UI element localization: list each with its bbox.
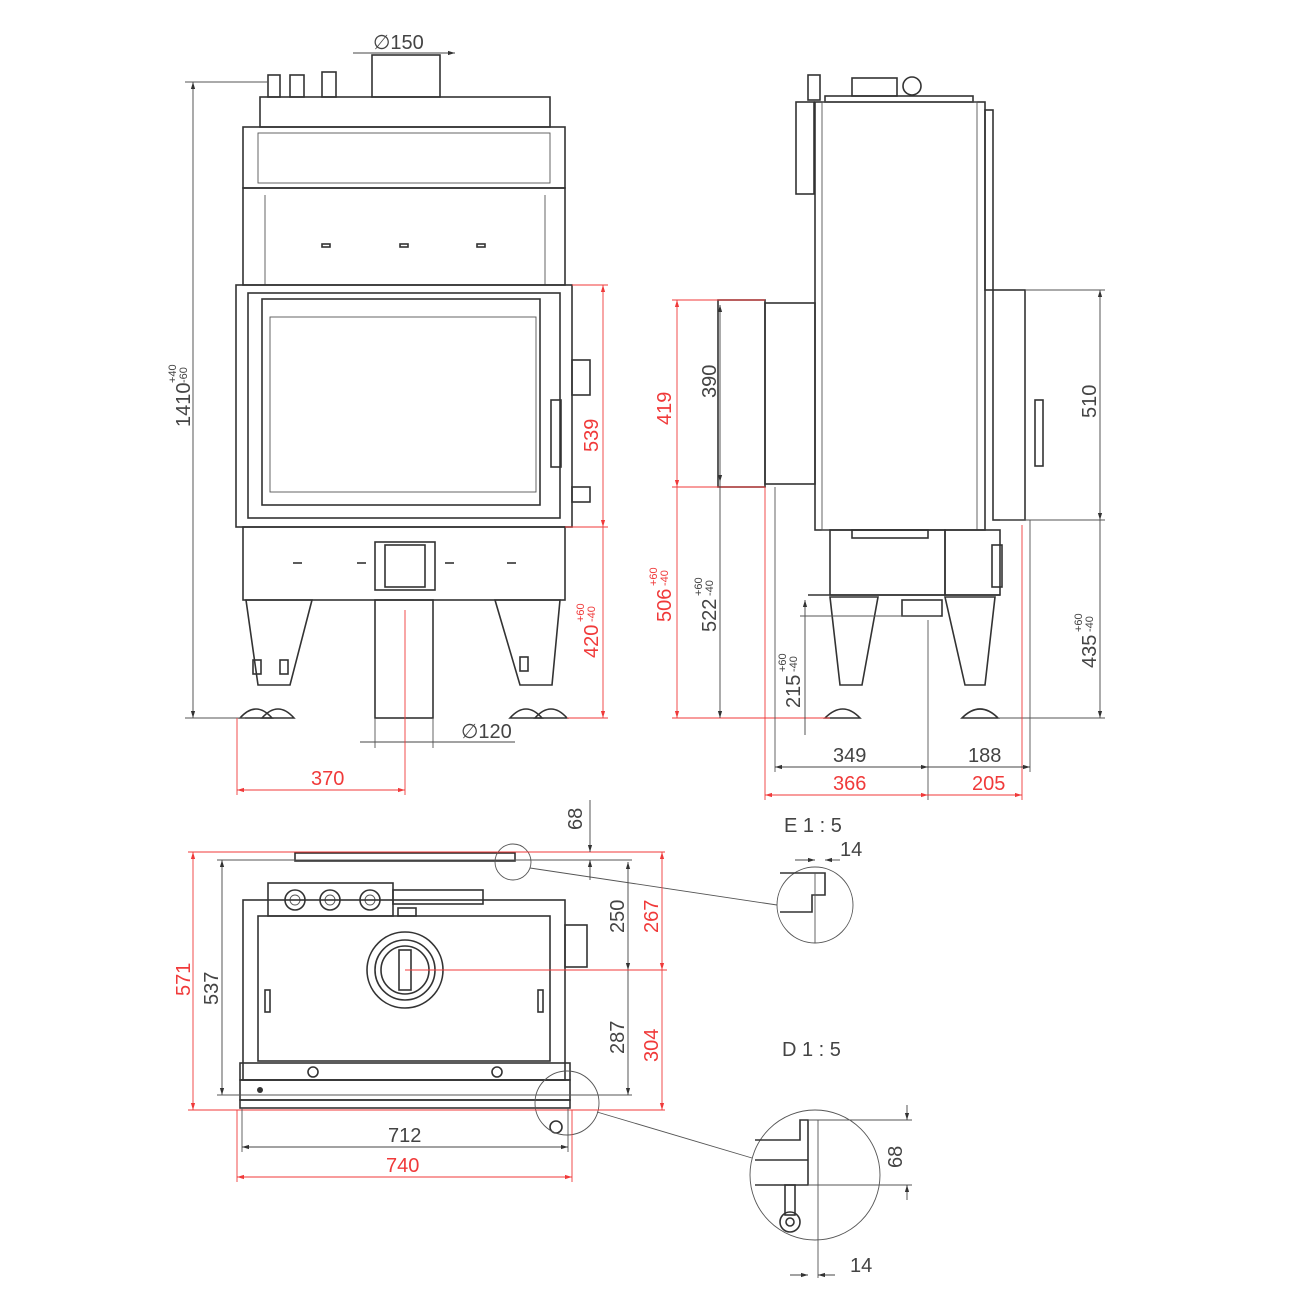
dim-bottom-flue: 215	[783, 675, 805, 708]
dim-floor-to-door: 420	[581, 625, 603, 658]
dim-overhang: 68	[565, 808, 587, 830]
side-view	[717, 74, 1044, 719]
dim-tol-plus: +60	[575, 603, 587, 622]
dim-door-floor: 435	[1079, 635, 1101, 668]
dim-tol-plus: +60	[693, 577, 705, 596]
detail-d-dim-h: 14	[850, 1255, 872, 1277]
dim-depth-red: 366	[833, 773, 866, 795]
dim-height-tol-minus: -60	[178, 367, 190, 383]
dim-front-black: 188	[968, 745, 1001, 767]
dim-flue-top: ∅150	[373, 32, 424, 54]
dim-depth-red: 571	[173, 963, 195, 996]
detail-d-dim-v: 68	[885, 1146, 907, 1168]
top-view	[239, 843, 778, 1159]
detail-e-dim: 14	[840, 839, 862, 861]
dim-width-red: 740	[386, 1155, 419, 1177]
top-view-dimensions: 571 537 250 287 267 304 68 712 740	[173, 800, 667, 1182]
dim-door-height: 539	[581, 419, 603, 452]
dim-tol-plus: +60	[777, 653, 789, 672]
dim-height: 1410	[173, 383, 195, 428]
dim-front-red: 304	[641, 1029, 663, 1062]
dim-depth-black: 349	[833, 745, 866, 767]
dim-front-black: 287	[607, 1021, 629, 1054]
dim-tol-minus: -40	[659, 570, 671, 586]
dim-tol-plus: +60	[1073, 613, 1085, 632]
dim-base-red: 506	[654, 589, 676, 622]
dim-tol-plus: +60	[648, 567, 660, 586]
dim-width-black: 712	[388, 1125, 421, 1147]
dim-flue-offset: 370	[311, 768, 344, 790]
dim-tol-minus: -40	[586, 606, 598, 622]
dim-depth-black: 537	[201, 972, 223, 1005]
detail-e: E 1 : 5 14	[776, 815, 862, 944]
dim-base-black: 522	[699, 599, 721, 632]
dim-back-black: 250	[607, 900, 629, 933]
detail-d: D 1 : 5 68 14	[749, 1039, 912, 1278]
dim-tol-minus: -40	[704, 580, 716, 596]
dim-tol-minus: -40	[1084, 616, 1096, 632]
side-view-dimensions: 419 506 +60 -40 390 522 +60 -40 215 +60 …	[648, 289, 1105, 800]
dim-conn-black: 390	[699, 365, 721, 398]
detail-e-label: E 1 : 5	[784, 815, 842, 837]
front-view-dimensions: 1410 +40 -60 ∅150 539 420 +60 -40 ∅120 3…	[167, 32, 608, 795]
front-view	[235, 54, 591, 719]
detail-d-label: D 1 : 5	[782, 1039, 841, 1061]
dim-front-red: 205	[972, 773, 1005, 795]
dim-door: 510	[1079, 385, 1101, 418]
dim-flue-bottom: ∅120	[461, 721, 512, 743]
dim-tol-minus: -40	[788, 656, 800, 672]
dim-height-tol-plus: +40	[167, 364, 179, 383]
dim-conn-red: 419	[654, 392, 676, 425]
dim-back-red: 267	[641, 900, 663, 933]
